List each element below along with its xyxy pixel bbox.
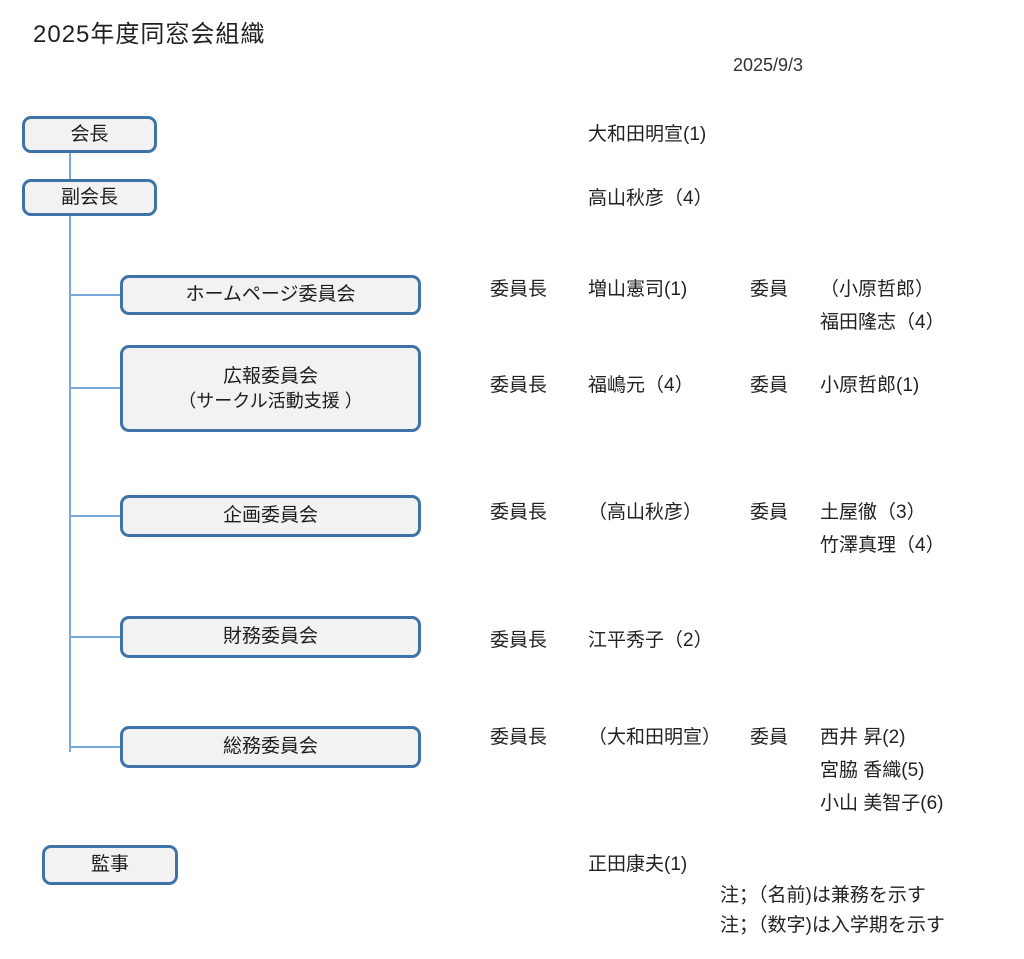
member-label: 委員 — [750, 375, 789, 396]
member-label: 委員 — [750, 727, 789, 748]
president-name: 大和田明宣(1) — [588, 124, 707, 145]
committee-row-general: 委員長 （大和田明宣） 委員 西井 昇(2) 宮脇 香織(5) 小山 美智子(6… — [490, 721, 944, 820]
connector-president-vice — [69, 153, 71, 179]
chair-name: 増山憲司(1) — [588, 279, 688, 300]
chair-label: 委員長 — [490, 375, 548, 396]
committee-row-finance: 委員長 江平秀子（2） — [490, 624, 820, 657]
member-label — [750, 624, 820, 657]
member-name: 土屋徹（3） — [820, 502, 926, 523]
connector-branch-homepage — [70, 294, 120, 296]
connector-branch-finance — [70, 636, 120, 638]
box-committee-finance: 財務委員会 — [120, 616, 421, 658]
footnote-line: 注；（名前)は兼務を示す — [720, 885, 926, 906]
member-name: 福田隆志（4） — [820, 312, 945, 333]
connector-branch-pr — [70, 387, 120, 389]
chair-name: （高山秋彦） — [588, 502, 703, 523]
member-label: 委員 — [750, 502, 789, 523]
box-committee-pr-sublabel: （サークル活動支援 ） — [178, 390, 363, 411]
footnote-line: 注；（数字)は入学期を示す — [720, 915, 945, 936]
member-names: （小原哲郎） 福田隆志（4） — [820, 273, 945, 339]
member-name: 西井 昇(2) — [820, 727, 906, 748]
box-vice-president-label: 副会長 — [60, 186, 118, 208]
member-name: （小原哲郎） — [820, 279, 935, 300]
connector-branch-planning — [70, 515, 120, 517]
box-committee-planning-label: 企画委員会 — [222, 505, 318, 526]
footnotes: 注；（名前)は兼務を示す 注；（数字)は入学期を示す — [720, 881, 945, 941]
member-name: 宮脇 香織(5) — [820, 760, 925, 781]
date-label: 2025/9/3 — [733, 55, 804, 75]
member-label: 委員 — [750, 279, 789, 300]
box-vice-president: 副会長 — [22, 179, 157, 216]
page-title: 2025年度同窓会組織 — [33, 21, 266, 48]
chair-name: （大和田明宣） — [588, 727, 722, 748]
box-auditor-label: 監事 — [90, 854, 129, 875]
member-names: 西井 昇(2) 宮脇 香織(5) 小山 美智子(6) — [820, 721, 944, 820]
chair-label: 委員長 — [490, 727, 548, 748]
box-committee-general: 総務委員会 — [120, 726, 421, 768]
chair-label: 委員長 — [490, 279, 548, 300]
box-committee-finance-label: 財務委員会 — [222, 626, 318, 647]
vice-president-name: 高山秋彦（4） — [588, 188, 713, 209]
chair-name: 江平秀子（2） — [588, 630, 713, 651]
connector-branch-general — [70, 746, 120, 748]
box-committee-general-label: 総務委員会 — [222, 736, 318, 757]
member-name: 竹澤真理（4） — [820, 535, 945, 556]
committee-row-planning: 委員長 （高山秋彦） 委員 土屋徹（3） 竹澤真理（4） — [490, 496, 945, 562]
box-auditor: 監事 — [42, 845, 178, 885]
chair-name: 福嶋元（4） — [588, 375, 694, 396]
committee-row-pr: 委員長 福嶋元（4） 委員 小原哲郎(1) — [490, 369, 919, 402]
box-committee-pr: 広報委員会 （サークル活動支援 ） — [120, 345, 421, 432]
member-name: 小山 美智子(6) — [820, 793, 944, 814]
box-president: 会長 — [22, 116, 157, 153]
member-names: 小原哲郎(1) — [820, 369, 919, 402]
chair-label: 委員長 — [490, 502, 548, 523]
auditor-name: 正田康夫(1) — [588, 854, 688, 875]
box-committee-homepage: ホームページ委員会 — [120, 275, 421, 315]
box-committee-pr-label: 広報委員会 — [222, 365, 318, 387]
member-name: 小原哲郎(1) — [820, 375, 920, 396]
committee-row-homepage: 委員長 増山憲司(1) 委員 （小原哲郎） 福田隆志（4） — [490, 273, 945, 339]
box-committee-planning: 企画委員会 — [120, 495, 421, 537]
member-names: 土屋徹（3） 竹澤真理（4） — [820, 496, 945, 562]
box-committee-homepage-label: ホームページ委員会 — [185, 284, 356, 305]
box-president-label: 会長 — [70, 123, 109, 145]
connector-spine — [69, 216, 71, 752]
chair-label: 委員長 — [490, 630, 548, 651]
